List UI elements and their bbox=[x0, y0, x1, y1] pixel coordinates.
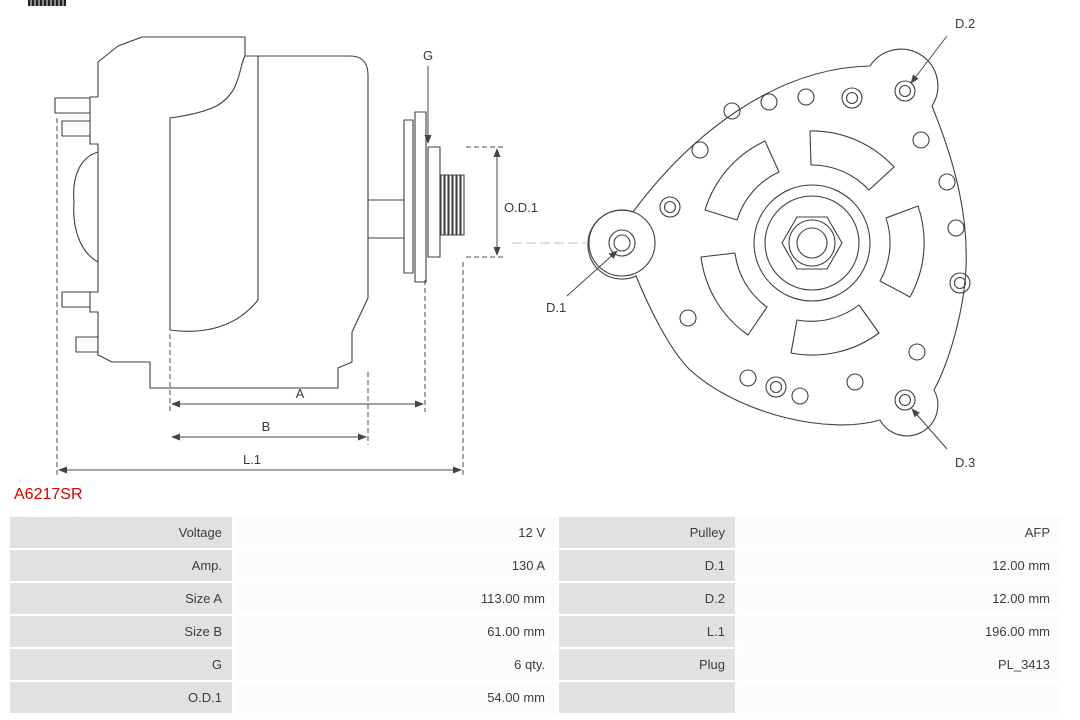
spec-value-cell bbox=[737, 682, 1062, 713]
alternator-body bbox=[89, 36, 369, 389]
spec-label-cell: L.1 bbox=[559, 616, 735, 647]
page-corner-mark bbox=[28, 0, 66, 6]
vent-slots bbox=[700, 130, 925, 356]
stud-top-1 bbox=[54, 97, 93, 114]
shaft-nut bbox=[781, 216, 843, 270]
through-bolts bbox=[659, 87, 971, 398]
hole-d3 bbox=[894, 389, 916, 411]
dim-label-b: B bbox=[262, 419, 271, 434]
spec-label-cell: D.2 bbox=[559, 583, 735, 614]
alternator-front-view bbox=[587, 48, 971, 437]
spec-value-cell: 6 qty. bbox=[234, 649, 557, 680]
dim-label-g: G bbox=[423, 48, 433, 63]
dim-label-l1: L.1 bbox=[243, 452, 261, 467]
part-number: A6217SR bbox=[14, 486, 83, 503]
fan-disc-2 bbox=[414, 111, 427, 283]
dim-label-d1: D.1 bbox=[546, 300, 566, 315]
side-view-dimensions: G O.D.1 A B L.1 bbox=[56, 48, 538, 478]
stud-bottom-1 bbox=[61, 291, 93, 308]
dim-label-d2: D.2 bbox=[955, 16, 975, 31]
housing-outline bbox=[587, 48, 967, 437]
hole-d1 bbox=[608, 229, 636, 257]
spec-value-cell: PL_3413 bbox=[737, 649, 1062, 680]
spec-label-cell: Voltage bbox=[10, 517, 232, 548]
spec-label-cell: Amp. bbox=[10, 550, 232, 581]
spec-value-cell: 113.00 mm bbox=[234, 583, 557, 614]
fan-disc-1 bbox=[403, 119, 414, 274]
spec-label-cell: G bbox=[10, 649, 232, 680]
spec-table: Voltage 12 V Pulley AFP Amp. 130 A D.1 1… bbox=[10, 517, 1062, 713]
alternator-technical-diagram: G O.D.1 A B L.1 bbox=[54, 16, 975, 478]
spec-value-cell: 12.00 mm bbox=[737, 550, 1062, 581]
dim-label-od1: O.D.1 bbox=[504, 200, 538, 215]
spec-label-cell: Size A bbox=[10, 583, 232, 614]
pulley-grooves bbox=[440, 174, 465, 236]
stud-bottom-2 bbox=[75, 336, 99, 353]
mounting-holes bbox=[588, 80, 916, 411]
spec-label-cell: Plug bbox=[559, 649, 735, 680]
spec-value-cell: 196.00 mm bbox=[737, 616, 1062, 647]
dim-label-a: A bbox=[296, 386, 305, 401]
spec-value-cell: 130 A bbox=[234, 550, 557, 581]
spec-value-cell: AFP bbox=[737, 517, 1062, 548]
spec-label-cell: O.D.1 bbox=[10, 682, 232, 713]
spec-value-cell: 54.00 mm bbox=[234, 682, 557, 713]
spec-label-cell: Size B bbox=[10, 616, 232, 647]
pulley-flange bbox=[427, 146, 441, 258]
shaft bbox=[367, 199, 405, 239]
dim-label-d3: D.3 bbox=[955, 455, 975, 470]
front-view-labels: D.2 D.1 D.3 bbox=[546, 16, 975, 470]
hole-d2 bbox=[894, 80, 916, 102]
vent-holes bbox=[679, 88, 965, 405]
spec-label-cell: D.1 bbox=[559, 550, 735, 581]
alternator-side-view bbox=[54, 36, 465, 389]
pulley-hub bbox=[753, 184, 871, 302]
spec-label-cell bbox=[559, 682, 735, 713]
stud-top-2 bbox=[61, 120, 93, 137]
spec-value-cell: 61.00 mm bbox=[234, 616, 557, 647]
spec-label-cell: Pulley bbox=[559, 517, 735, 548]
spec-value-cell: 12.00 mm bbox=[737, 583, 1062, 614]
spec-value-cell: 12 V bbox=[234, 517, 557, 548]
